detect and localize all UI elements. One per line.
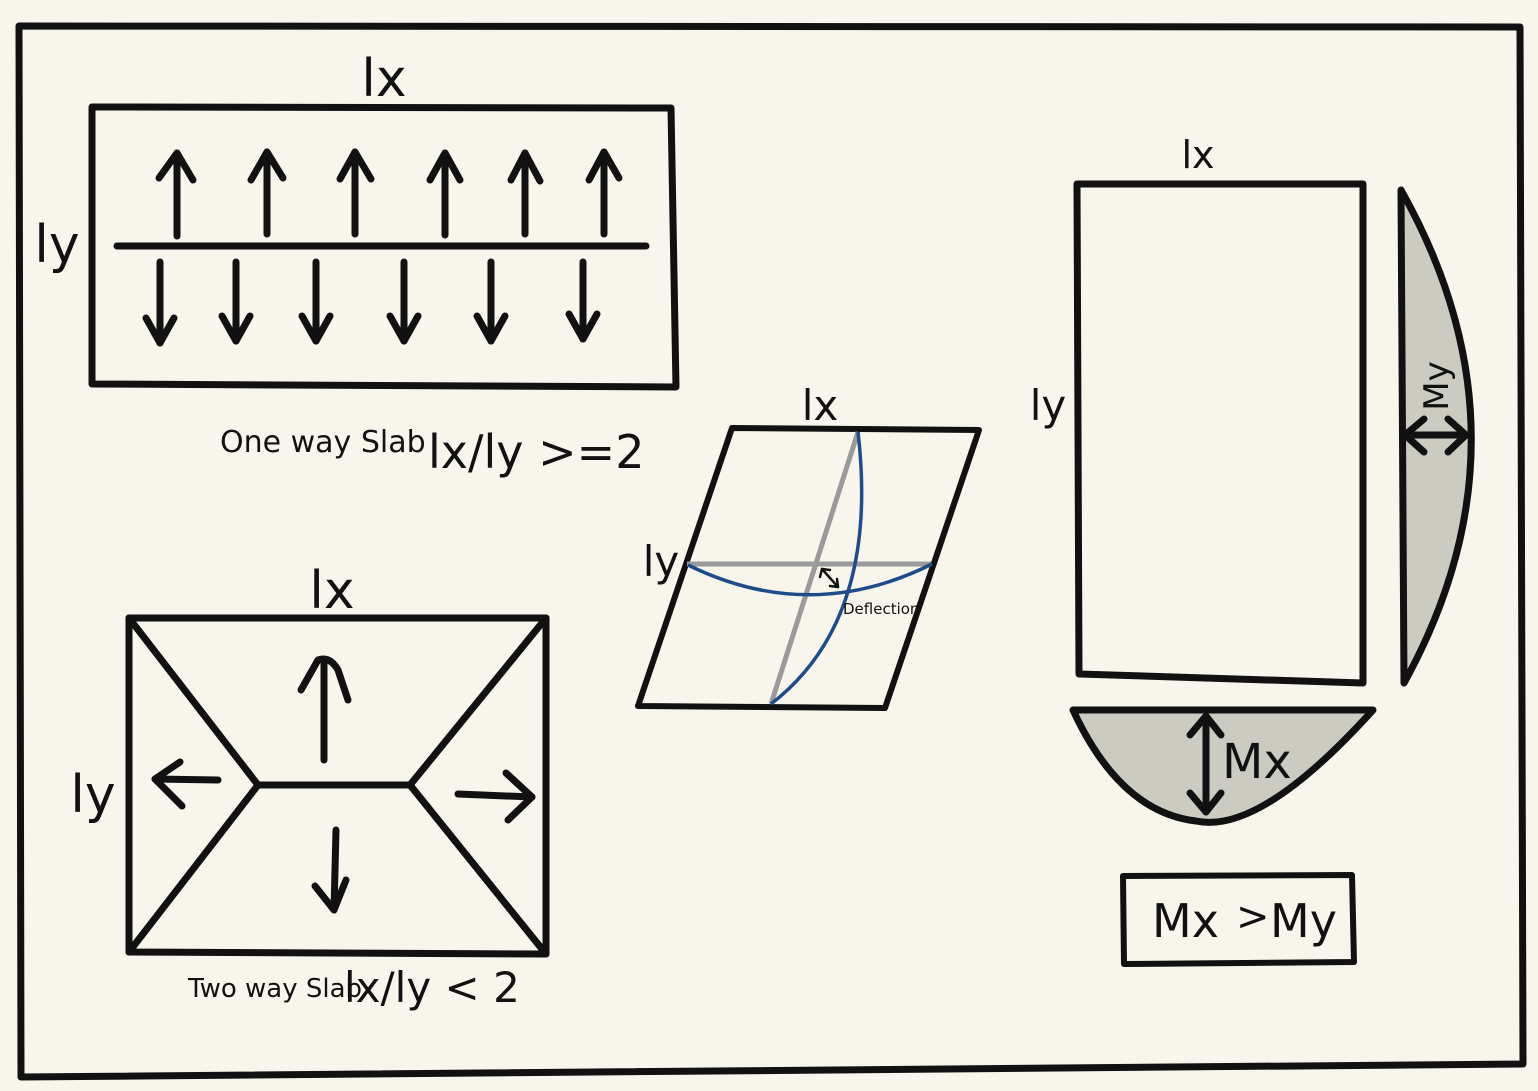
up-arrow-icon bbox=[247, 148, 287, 238]
mx-moment-diagram bbox=[1069, 706, 1377, 826]
my-label: My bbox=[1417, 361, 1457, 410]
mx-double-arrow-icon bbox=[1186, 712, 1225, 816]
one-way-down-arrows bbox=[142, 258, 601, 347]
left-arrow-icon bbox=[151, 758, 222, 810]
grey-axis-diagonal bbox=[768, 431, 861, 705]
moment-comparison-box: Mx > My bbox=[1120, 872, 1357, 967]
one-way-up-arrows bbox=[155, 148, 623, 240]
one-way-ratio: lx/ly >=2 bbox=[428, 425, 644, 479]
comparison-operator: > bbox=[1236, 894, 1270, 940]
two-way-lx-label: lx bbox=[309, 561, 354, 621]
two-way-ly-label: ly bbox=[70, 765, 115, 825]
up-arrow-icon bbox=[507, 149, 544, 238]
one-way-caption: One way Slab bbox=[220, 425, 426, 460]
comparison-box-outline bbox=[1120, 872, 1357, 967]
outer-frame bbox=[15, 22, 1527, 1081]
deflection-ly-label: ly bbox=[643, 537, 680, 586]
deflection-lx-label: lx bbox=[802, 381, 839, 430]
deflection-view: lx ly Deflection bbox=[635, 381, 982, 711]
comparison-my: My bbox=[1270, 894, 1337, 948]
two-way-caption: Two way Slab bbox=[187, 974, 362, 1004]
one-way-ly-label: ly bbox=[34, 215, 79, 275]
deflection-arrow-icon bbox=[818, 567, 840, 589]
one-way-lx-label: lx bbox=[361, 49, 406, 109]
down-arrow-icon bbox=[386, 258, 422, 345]
parallelogram-slab bbox=[635, 425, 982, 711]
two-way-slab: lx ly Two way Slab lx/ly < 2 bbox=[70, 561, 550, 1012]
up-arrow-icon bbox=[297, 655, 352, 764]
down-arrow-icon bbox=[311, 826, 350, 914]
moment-ly-label: ly bbox=[1030, 381, 1067, 430]
mx-label: Mx bbox=[1222, 734, 1292, 790]
comparison-mx: Mx bbox=[1152, 894, 1219, 948]
up-arrow-icon bbox=[426, 149, 464, 239]
down-arrow-icon bbox=[218, 258, 254, 345]
up-arrow-icon bbox=[585, 148, 623, 238]
one-way-slab: lx ly One way Slab lx/ly >=2 bbox=[34, 49, 680, 479]
moment-view: My Mx lx ly Mx > My bbox=[1030, 133, 1475, 967]
right-arrow-icon bbox=[454, 769, 536, 824]
two-way-ratio: lx/ly < 2 bbox=[344, 963, 520, 1012]
down-arrow-icon bbox=[142, 258, 178, 347]
one-way-slab-outline bbox=[88, 103, 680, 391]
deflection-curve-y bbox=[769, 431, 864, 706]
moment-slab-outline bbox=[1073, 180, 1367, 687]
moment-lx-label: lx bbox=[1181, 133, 1214, 177]
deflection-label: Deflection bbox=[843, 600, 919, 618]
deflection-curve-x bbox=[687, 562, 933, 597]
down-arrow-icon bbox=[565, 258, 601, 343]
two-way-yield-lines bbox=[125, 614, 550, 958]
up-arrow-icon bbox=[336, 148, 375, 238]
down-arrow-icon bbox=[298, 258, 334, 345]
my-double-arrow-icon bbox=[1401, 415, 1470, 456]
down-arrow-icon bbox=[473, 258, 509, 345]
up-arrow-icon bbox=[155, 149, 197, 240]
